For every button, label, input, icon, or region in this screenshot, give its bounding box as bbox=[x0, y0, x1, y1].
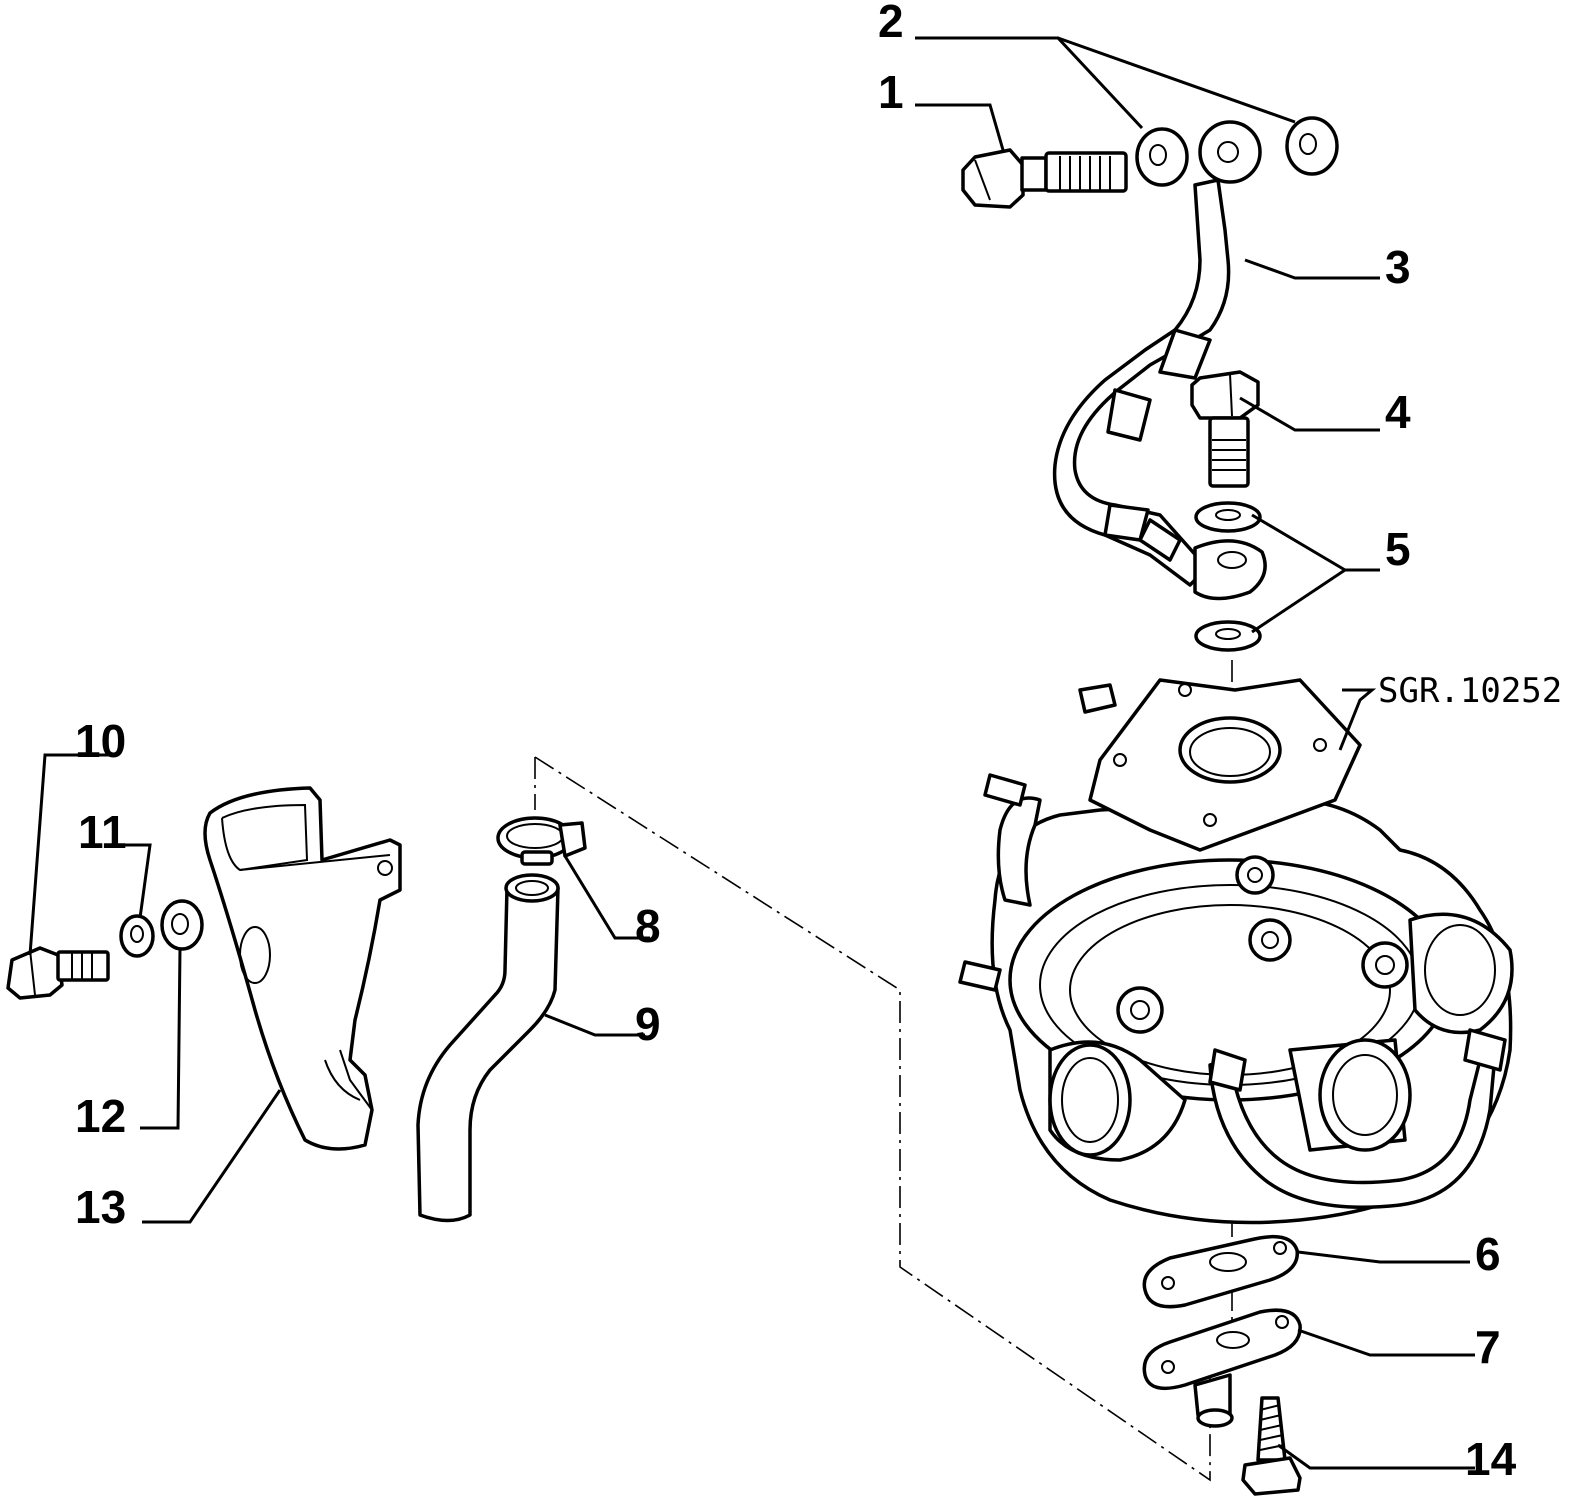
part-9-hose bbox=[416, 873, 560, 1223]
part-12-washer bbox=[160, 899, 204, 951]
callout-9: 9 bbox=[635, 998, 661, 1050]
part-2-sealing-washers bbox=[1135, 116, 1339, 187]
callout-12: 12 bbox=[75, 1090, 126, 1142]
part-3-oil-feed-pipe bbox=[1052, 120, 1267, 601]
part-1-banjo-bolt bbox=[961, 148, 1128, 209]
part-6-gasket bbox=[1142, 1234, 1299, 1309]
part-11-washer bbox=[119, 914, 155, 958]
part-10-bolt bbox=[6, 946, 110, 1000]
callout-13: 13 bbox=[75, 1181, 126, 1233]
callout-1: 1 bbox=[878, 66, 904, 118]
part-14-screw bbox=[1241, 1396, 1302, 1496]
callout-leader-lines bbox=[28, 36, 1475, 1470]
callout-11: 11 bbox=[78, 806, 127, 858]
callout-4: 4 bbox=[1385, 386, 1411, 438]
callout-8: 8 bbox=[635, 900, 661, 952]
part-4-banjo-bolt bbox=[1190, 370, 1260, 488]
turbocharger-assembly bbox=[958, 678, 1514, 1225]
callout-labels: 2 1 3 4 5 SGR.10252 6 7 14 8 9 10 11 12 … bbox=[75, 0, 1562, 1485]
reference-code: SGR.10252 bbox=[1378, 671, 1562, 711]
callout-7: 7 bbox=[1475, 1321, 1501, 1373]
callout-14: 14 bbox=[1465, 1433, 1517, 1485]
callout-10: 10 bbox=[75, 715, 126, 767]
callout-3: 3 bbox=[1385, 241, 1411, 293]
part-8-hose-clamp bbox=[496, 816, 587, 866]
callout-5: 5 bbox=[1385, 523, 1411, 575]
callout-2: 2 bbox=[878, 0, 904, 47]
part-7-drain-flange bbox=[1142, 1308, 1302, 1428]
callout-6: 6 bbox=[1475, 1228, 1501, 1280]
part-5-sealing-washers bbox=[1194, 501, 1262, 652]
part-13-heat-shield bbox=[203, 786, 402, 1151]
